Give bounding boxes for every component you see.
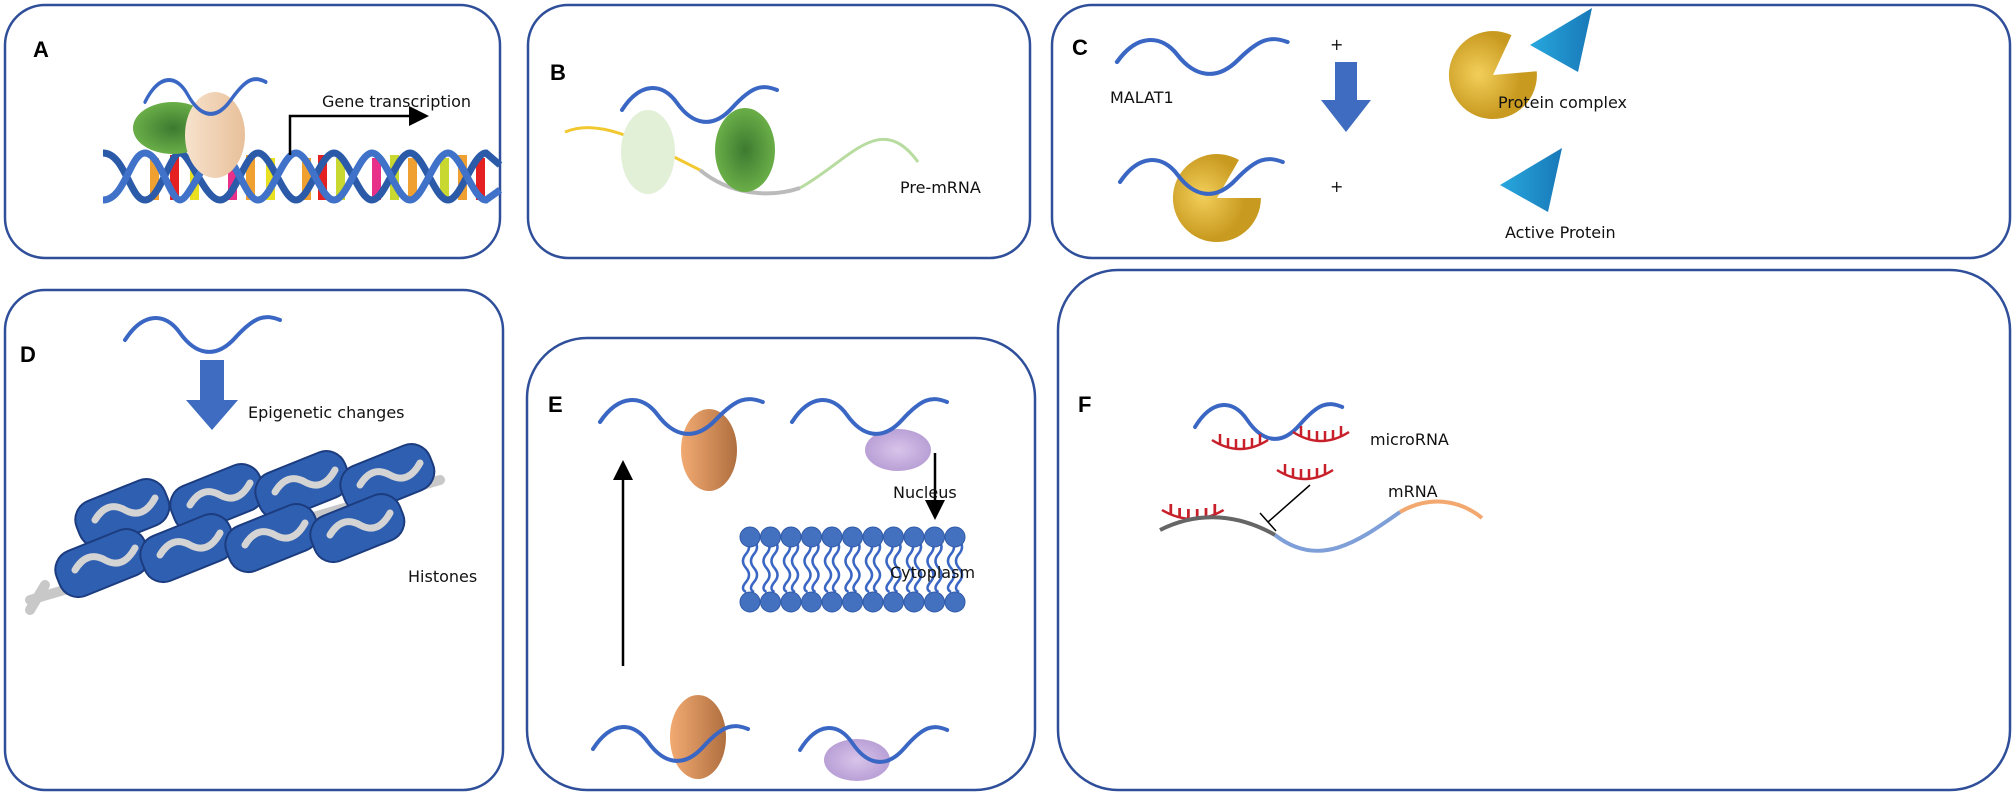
pre-mrna-intron xyxy=(698,168,801,196)
panel-c-border xyxy=(1050,3,2012,260)
nucleus-label: Nucleus xyxy=(893,483,957,502)
panel-b-border xyxy=(526,3,1032,260)
lipid-tail xyxy=(803,539,820,594)
active-protein-triangle xyxy=(1500,148,1562,212)
inhibition-symbol xyxy=(1259,484,1311,532)
light-green-protein xyxy=(621,110,675,194)
epigenetic-changes-label: Epigenetic changes xyxy=(248,403,405,422)
lipid-head xyxy=(801,526,822,548)
blue-triangle-protein xyxy=(1530,8,1592,72)
microrna-label: microRNA xyxy=(1370,430,1449,449)
lipid-head xyxy=(780,526,802,548)
histones-illustration xyxy=(25,443,445,615)
dna-helix xyxy=(102,149,503,204)
lipid-head xyxy=(842,526,863,548)
purple-protein-nucleus xyxy=(865,429,931,471)
mrna-label: mRNA xyxy=(1388,482,1438,501)
lipid-head xyxy=(821,591,843,613)
panel-f-label: F xyxy=(1078,392,1091,417)
cytoplasm-label: Cytoplasm xyxy=(890,563,975,582)
panel-d-label: D xyxy=(20,342,36,367)
lipid-head xyxy=(944,591,966,613)
mrna-segment-2 xyxy=(1273,510,1402,553)
lipid-tail xyxy=(844,539,861,594)
pre-mrna-exon-1 xyxy=(564,126,701,172)
panel-e-label: E xyxy=(548,392,563,417)
panel-c-label: C xyxy=(1072,35,1088,60)
panel-b: B Pre-mRNA xyxy=(526,3,1032,260)
plus-sign-2: + xyxy=(1330,177,1343,196)
lipid-head xyxy=(883,526,904,548)
panel-a: A Gene transcription xyxy=(3,3,503,260)
lipid-tail xyxy=(864,539,882,594)
peach-protein xyxy=(185,92,245,178)
plus-sign: + xyxy=(1330,35,1343,54)
lipid-head xyxy=(924,526,945,548)
lipid-head xyxy=(862,591,884,613)
lipid-head xyxy=(903,591,925,613)
lipid-tail xyxy=(926,539,943,594)
lipid-head xyxy=(883,591,904,613)
protein-complex-label: Protein complex xyxy=(1498,93,1627,112)
panel-b-label: B xyxy=(550,60,566,85)
mrna-segment-1 xyxy=(1159,515,1276,537)
lipid-head xyxy=(739,526,761,548)
panel-e: E Nucleus Cytoplasm xyxy=(525,336,1037,792)
lipid-head xyxy=(760,526,781,548)
transcription-arrow xyxy=(288,106,429,155)
panel-d: D Epigenetic changes Histones xyxy=(3,288,505,792)
lipid-head xyxy=(862,526,884,548)
histones-label: Histones xyxy=(408,567,477,586)
lipid-tail xyxy=(905,539,923,594)
lipid-tail xyxy=(782,539,800,594)
orange-protein-cytoplasm xyxy=(670,695,726,779)
membrane-bilayer xyxy=(739,526,966,613)
lipid-tail xyxy=(885,539,902,594)
mrna-segment-3 xyxy=(1399,499,1484,520)
lipid-tail xyxy=(762,539,779,594)
pre-mrna-exon-2 xyxy=(799,138,920,190)
lipid-tail xyxy=(946,539,964,594)
lipid-head xyxy=(842,591,863,613)
panel-a-border xyxy=(3,3,502,260)
orange-protein-nucleus xyxy=(681,409,737,491)
malat1-label: MALAT1 xyxy=(1110,88,1174,107)
panel-f: F microRNA mRNA xyxy=(1056,268,2012,792)
down-arrow-icon xyxy=(186,360,238,430)
purple-protein-cytoplasm xyxy=(824,739,890,781)
panel-c: C MALAT1 + Protein complex + Active Prot… xyxy=(1050,3,2012,260)
down-arrow-icon xyxy=(1321,62,1371,132)
green-protein xyxy=(715,108,775,192)
lipid-head xyxy=(780,591,802,613)
lipid-head xyxy=(924,591,945,613)
panel-f-border xyxy=(1056,268,2012,792)
lipid-tail xyxy=(823,539,841,594)
lipid-head xyxy=(801,591,822,613)
pre-mrna-label: Pre-mRNA xyxy=(900,178,981,197)
lipid-head xyxy=(944,526,966,548)
lipid-head xyxy=(739,591,761,613)
lipid-tail xyxy=(741,539,759,594)
panel-a-label: A xyxy=(33,37,49,62)
lipid-head xyxy=(821,526,843,548)
lipid-head xyxy=(903,526,925,548)
lipid-head xyxy=(760,591,781,613)
active-protein-label: Active Protein xyxy=(1505,223,1616,242)
gene-transcription-label: Gene transcription xyxy=(322,92,471,111)
